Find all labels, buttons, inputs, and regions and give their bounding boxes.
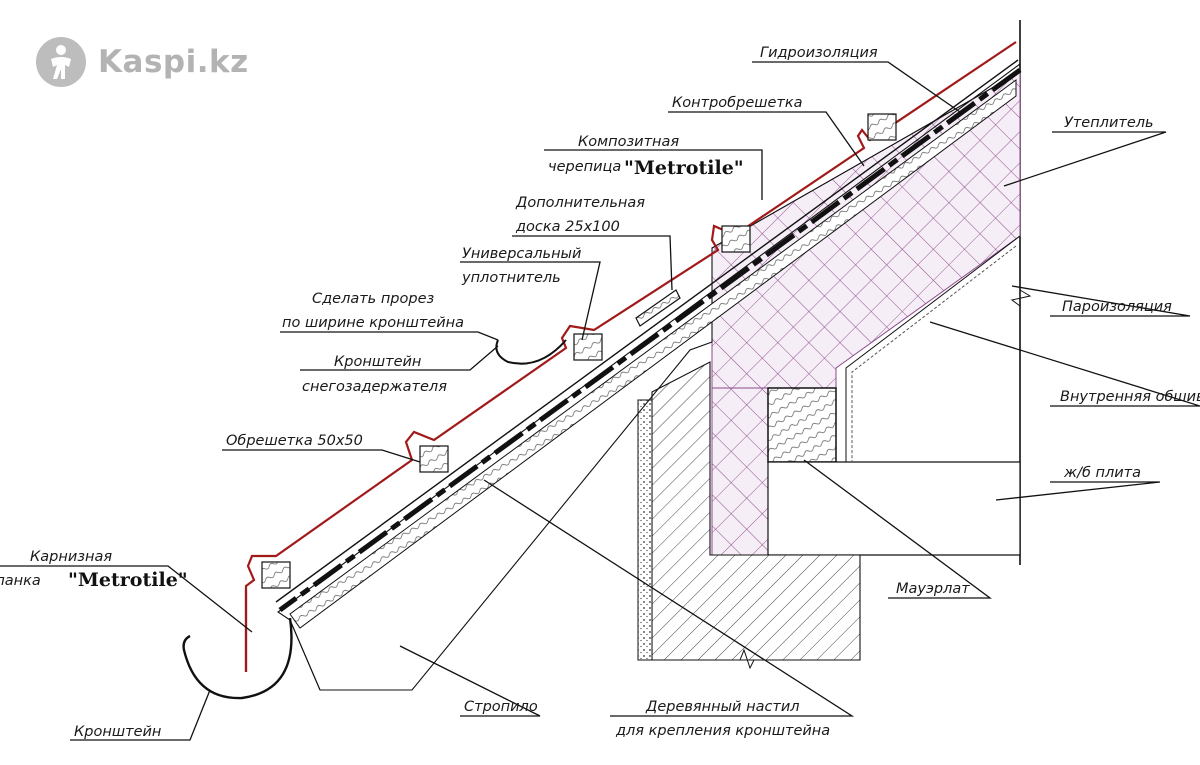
roof-layers xyxy=(182,41,1022,700)
insulation-lower xyxy=(711,387,769,556)
label-insulation: Утеплитель xyxy=(1064,115,1154,131)
leader-waterproofing xyxy=(752,61,961,113)
leader-bracket xyxy=(70,689,211,741)
plaster-layer xyxy=(637,399,653,661)
label-eaves-strip-2: планка xyxy=(0,573,41,589)
batten-5 xyxy=(261,561,291,589)
label-wood-deck-2: для крепления кронштейна xyxy=(615,723,830,739)
leader-counter-batten xyxy=(668,111,865,167)
kaspi-logo: Kaspi.kz xyxy=(36,36,249,88)
leader-snow-bracket xyxy=(300,345,499,371)
kaspi-logo-icon xyxy=(36,37,86,87)
label-brand-tile: "Metrotile" xyxy=(624,157,744,179)
label-make-cut-1: Сделать прорез xyxy=(312,291,435,307)
leaders xyxy=(0,61,1200,741)
leader-eaves-strip xyxy=(0,565,253,633)
batten-3 xyxy=(573,333,603,361)
counter-batten-line xyxy=(275,59,1019,603)
label-universal-seal-2: уплотнитель xyxy=(461,270,561,286)
leader-universal-seal xyxy=(460,261,601,341)
leader-concrete-slab xyxy=(995,481,1161,501)
roof-tile xyxy=(244,41,1017,672)
label-make-cut-2: по ширине кронштейна xyxy=(282,315,464,331)
label-extra-board-1: Дополнительная xyxy=(515,195,645,211)
label-batten: Обрешетка 50х50 xyxy=(226,433,363,449)
leader-batten xyxy=(222,449,421,463)
label-inner-lining: Внутренняя обшивка xyxy=(1060,389,1200,405)
concrete-slab xyxy=(767,461,1021,556)
label-snow-bracket-1: Кронштейн xyxy=(334,354,421,370)
leader-inner-lining xyxy=(929,321,1200,407)
extra-board xyxy=(635,289,681,327)
label-universal-seal-1: Универсальный xyxy=(462,246,581,262)
gutter-bracket xyxy=(182,617,293,700)
vapor-barrier-strip xyxy=(845,235,1021,462)
label-composite-tile-2: черепица xyxy=(548,159,621,175)
break-mark xyxy=(739,648,755,670)
leader-make-cut xyxy=(280,331,499,341)
wood-deck xyxy=(289,79,1017,629)
label-snow-bracket-2: снегозадержателя xyxy=(302,379,447,395)
inner-lining-line xyxy=(851,245,1017,462)
batten-1 xyxy=(867,113,897,141)
label-brand-eaves: "Metrotile" xyxy=(68,569,188,591)
waterproofing-membrane xyxy=(278,67,1022,613)
logo-text: Kaspi.kz xyxy=(98,44,249,80)
label-wood-deck-1: Деревянный настил xyxy=(645,699,800,715)
break-mark-wall xyxy=(1010,289,1032,307)
label-mauerlat: Мауэрлат xyxy=(896,581,970,597)
batten-2 xyxy=(721,225,751,253)
rafter-end xyxy=(289,619,321,691)
leader-vapor-barrier xyxy=(1011,285,1191,317)
rafter xyxy=(277,62,1021,691)
mauerlat-beam xyxy=(767,387,837,463)
label-composite-tile-1: Композитная xyxy=(578,134,679,150)
label-waterproofing: Гидроизоляция xyxy=(760,45,878,61)
label-extra-board-2: доска 25х100 xyxy=(515,219,620,235)
leader-mauerlat xyxy=(803,459,992,599)
labels: Гидроизоляция Контробрешетка Композитная… xyxy=(0,45,1200,740)
leader-wood-deck xyxy=(483,479,855,717)
label-bracket: Кронштейн xyxy=(74,724,161,740)
leader-composite-tile xyxy=(544,149,763,200)
leader-insulation xyxy=(1003,131,1167,187)
snow-bracket xyxy=(495,339,567,365)
label-concrete-slab: ж/б плита xyxy=(1063,465,1141,481)
leader-extra-board xyxy=(512,235,673,291)
label-counter-batten: Контробрешетка xyxy=(672,95,803,111)
label-rafter: Стропило xyxy=(464,699,538,715)
label-vapor-barrier: Пароизоляция xyxy=(1062,299,1172,315)
batten-4 xyxy=(419,445,449,473)
leader-rafter xyxy=(399,645,541,717)
label-eaves-strip-1: Карнизная xyxy=(30,549,112,565)
